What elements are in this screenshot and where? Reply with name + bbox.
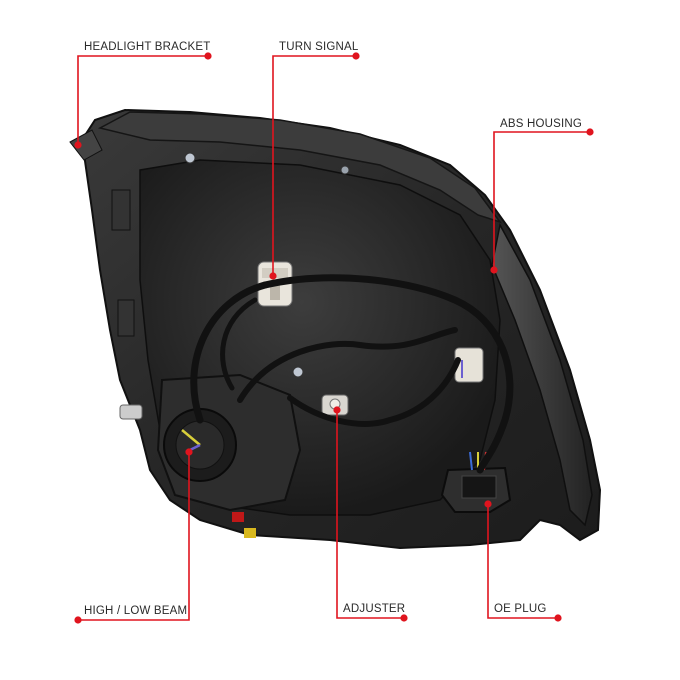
callout-line-headlight-bracket bbox=[77, 55, 208, 145]
callout-headlight-bracket: HEADLIGHT BRACKET bbox=[84, 41, 211, 53]
callout-line-high-low-beam bbox=[78, 452, 190, 621]
bolt bbox=[292, 366, 304, 378]
lens-edge bbox=[491, 222, 593, 527]
callout-adjuster: ADJUSTER bbox=[343, 603, 406, 615]
bolt bbox=[340, 165, 350, 175]
bottom-connector bbox=[232, 512, 244, 522]
wiring-harness bbox=[190, 274, 514, 474]
callout-turn-signal: TURN SIGNAL bbox=[279, 41, 359, 53]
callout-line-turn-signal bbox=[272, 55, 356, 276]
callout-abs-housing: ABS HOUSING bbox=[500, 118, 583, 130]
side-connector bbox=[454, 347, 484, 383]
beam-cap bbox=[156, 373, 302, 512]
callout-oe-plug: OE PLUG bbox=[494, 603, 547, 615]
oe-plug bbox=[440, 451, 512, 513]
callout-line-oe-plug bbox=[487, 504, 558, 619]
side-port bbox=[119, 404, 143, 420]
callout-line-adjuster bbox=[336, 410, 404, 619]
bottom-connector bbox=[244, 528, 256, 538]
bolt bbox=[184, 152, 196, 164]
top-ridge bbox=[97, 111, 502, 224]
left-tab bbox=[111, 189, 131, 231]
callout-high-low-beam: HIGH / LOW BEAM bbox=[84, 605, 188, 617]
headlight-bracket bbox=[69, 129, 103, 161]
callout-lines bbox=[74, 52, 594, 624]
callout-line-abs-housing bbox=[493, 131, 590, 270]
left-tab bbox=[117, 299, 135, 337]
